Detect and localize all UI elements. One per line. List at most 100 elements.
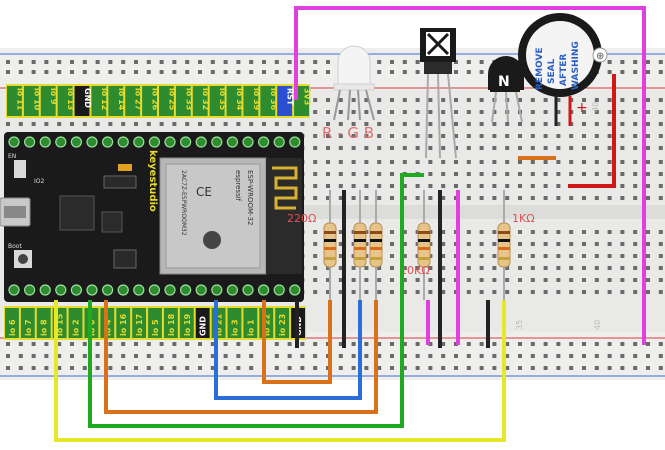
breadboard-hole (518, 122, 522, 126)
breadboard-hole (441, 172, 446, 176)
resistor-band (324, 239, 336, 242)
breadboard-hole (607, 98, 612, 102)
breadboard-hole (454, 122, 458, 126)
board-pin (289, 284, 301, 296)
breadboard-hole (262, 122, 266, 126)
breadboard-hole (31, 70, 36, 74)
breadboard-hole (466, 70, 471, 74)
breadboard-hole (582, 146, 586, 150)
breadboard-hole (594, 172, 599, 176)
breadboard-hole (351, 172, 356, 176)
breadboard-hole (377, 134, 382, 138)
breadboard-hole (543, 122, 548, 126)
breadboard-hole (415, 134, 420, 138)
breadboard-hole (620, 230, 625, 234)
breadboard-hole (492, 254, 497, 258)
header-pin-label: io 33 (184, 88, 193, 110)
buzzer-plus-marker (592, 47, 608, 63)
breadboard-hole (326, 196, 330, 200)
breadboard-hole (479, 196, 484, 200)
breadboard-hole (492, 196, 497, 200)
wire-orange (262, 300, 332, 384)
breadboard-hole (364, 184, 369, 188)
breadboard-hole (556, 278, 561, 282)
breadboard-hole (313, 266, 318, 270)
breadboard-hole (505, 278, 510, 282)
board-pin (226, 136, 238, 148)
breadboard-hole (6, 70, 10, 74)
breadboard-hole (518, 266, 522, 270)
breadboard-hole (428, 146, 433, 150)
breadboard-hole (569, 160, 574, 164)
breadboard-hole (441, 134, 446, 138)
breadboard-hole (338, 366, 343, 370)
breadboard-hole (607, 122, 612, 126)
header-pin-cell (148, 308, 162, 338)
breadboard-hole (415, 146, 420, 150)
breadboard-hole (556, 354, 561, 358)
breadboard-hole (466, 266, 471, 270)
breadboard-hole (70, 70, 74, 74)
breadboard-hole (543, 242, 548, 246)
breadboard-hole (505, 290, 510, 294)
breadboard-hole (415, 60, 420, 64)
breadboard-hole (223, 70, 228, 74)
board-pin-headers (8, 136, 301, 296)
breadboard-hole (338, 230, 343, 234)
breadboard-hole (530, 230, 535, 234)
board-pin (258, 136, 270, 148)
breadboard-hole (543, 184, 548, 188)
breadboard-hole (185, 354, 190, 358)
breadboard-hole (121, 60, 126, 64)
breadboard-hole (351, 184, 356, 188)
ir-leg (447, 73, 457, 159)
breadboard-hole (326, 60, 330, 64)
breadboard-hole (518, 196, 522, 200)
breadboard-hole (44, 366, 49, 370)
breadboard-hole (633, 254, 638, 258)
breadboard-hole (428, 354, 433, 358)
resistor-band (354, 231, 366, 234)
breadboard-hole (390, 266, 394, 270)
breadboard-hole (620, 60, 625, 64)
breadboard-hole (582, 254, 586, 258)
resistor-band (418, 231, 430, 234)
breadboard-hole (658, 196, 663, 200)
breadboard-hole (466, 366, 471, 370)
breadboard-hole (466, 146, 471, 150)
breadboard-hole (543, 266, 548, 270)
breadboard-hole (620, 146, 625, 150)
component (113, 249, 137, 269)
breadboard-hole (159, 60, 164, 64)
board-pin (148, 284, 160, 296)
breadboard-hole (620, 242, 625, 246)
header-pin-cell (243, 86, 259, 116)
breadboard-hole (530, 342, 535, 346)
buzzer-line: AFTER (559, 54, 569, 86)
resistor-band (354, 257, 366, 260)
breadboard-hole (607, 160, 612, 164)
esp32-board: Boot EN IO2 keyestudio ESP-WROOM-32 espr… (0, 132, 304, 302)
en-button[interactable] (14, 160, 26, 178)
breadboard-hole (134, 70, 138, 74)
breadboard-hole (428, 342, 433, 346)
breadboard-hole (390, 60, 394, 64)
breadboard-hole (505, 196, 510, 200)
breadboard-hole (402, 98, 407, 102)
breadboard-hole (274, 354, 279, 358)
breadboard-hole (582, 290, 586, 294)
breadboard-hole (402, 196, 407, 200)
transistor-leg (515, 91, 523, 123)
breadboard-hole (326, 184, 330, 188)
breadboard-hole (607, 342, 612, 346)
breadboard-hole (543, 146, 548, 150)
buzzer-line: WASHING (571, 41, 581, 90)
breadboard-hole (108, 122, 113, 126)
top-header-yellow (6, 84, 310, 118)
breadboard-hole (594, 354, 599, 358)
ce-mark-icon: CE (196, 185, 212, 199)
breadboard-hole (620, 342, 625, 346)
